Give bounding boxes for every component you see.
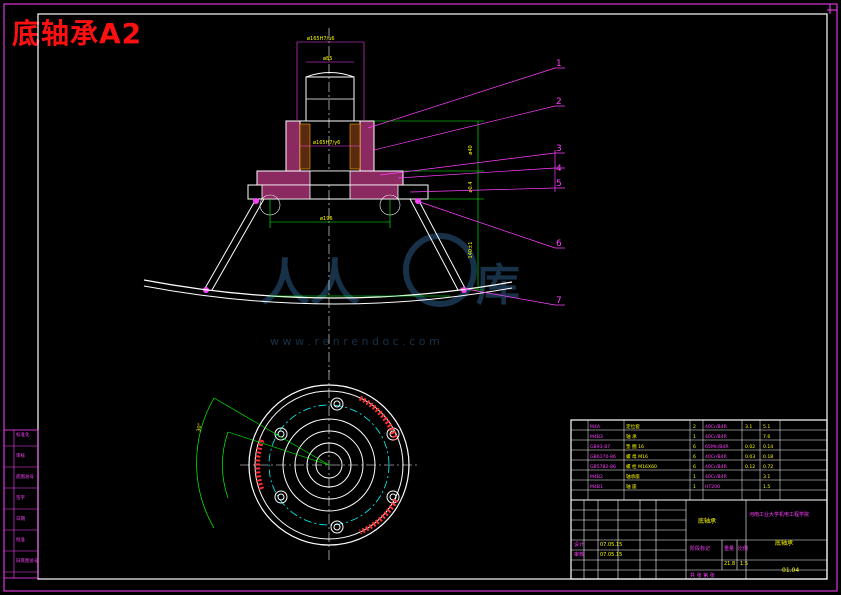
parts-row-3-tw: 0.14 [763,444,773,450]
parts-row-7-tw: 1.5 [763,484,770,490]
drawing-name: 底轴承 [698,517,716,525]
parts-row-1-code: M4A [590,424,601,430]
leader-3: 3 [556,144,562,154]
parts-row-6-code: M4B2 [590,474,603,480]
parts-row-7-mat: HT200 [705,484,720,490]
parts-row-5-name: 螺 栓 M16X60 [626,463,657,470]
dim-base: ø196 [320,216,333,222]
parts-row-6-mat: 40Cr/B4R [705,474,728,480]
parts-row-5-code: GB5782-86 [590,464,616,470]
parts-row-1-qty: 2 [693,424,696,430]
leader-5: 5 [556,179,562,189]
parts-row-1-w: 3.1 [745,424,752,430]
stage-label: 阶段标记 [690,545,710,552]
top-view: 30° [196,370,420,560]
design-date: 07.05.15 [600,542,622,548]
sheet-label: 共 张 第 张 [690,572,715,579]
parts-row-6-qty: 1 [693,474,696,480]
parts-row-4-qty: 6 [693,454,696,460]
watermark-url: w w w . r e n r e n d o c . c o m [270,335,440,348]
school-name: 河南工业大学机电工程学院 [749,511,809,518]
dim-top: ø165H7/u6 [307,36,335,42]
parts-row-5-mat: 40Cr/B4R [705,464,728,470]
check-label: 审核 [574,551,584,558]
drawing-code: 01.04 [782,567,799,574]
parts-row-1-mat: 40Cr/B4R [705,424,728,430]
parts-row-2-tw: 7.6 [763,434,770,440]
drawing-name-right: 底轴承 [775,539,793,547]
side-label-3: 底图总号 [16,473,34,480]
parts-row-3-qty: 6 [693,444,696,450]
parts-row-7-name: 轴 座 [626,483,637,490]
parts-row-2-qty: 1 [693,434,696,440]
parts-row-3-name: 垫 圈 16 [626,443,644,450]
leader-2: 2 [556,97,562,107]
dim-right-3: 140±1 [468,242,474,259]
parts-row-1-tw: 5.1 [763,424,770,430]
dim-right-1: ø40 [468,145,474,154]
dim-right-2: ø0.4 [468,181,474,192]
leader-7: 7 [556,296,562,306]
side-label-1: 标准化 [16,431,30,438]
drawing-frame [37,13,828,580]
watermark-glyph: 库 [476,260,520,311]
parts-row-2-code: M4B3 [590,434,603,440]
scale-label: 比例 [738,545,748,552]
outer-border [3,3,838,592]
side-view: ø165H7/u6 ø85 ø165H7/y6 ø196 [143,28,565,372]
parts-row-3-code: GB93-87 [590,444,610,450]
dim-inner: ø85 [323,56,332,62]
parts-row-6-tw: 3.1 [763,474,770,480]
weight-value: 21.8 [724,561,735,567]
parts-row-7-code: M4B1 [590,484,603,490]
watermark: 人人 库 w w w . r e n r e n d o c . c o m [260,233,520,348]
parts-row-1-name: 定位套 [626,423,640,430]
parts-row-4-name: 螺 母 M16 [626,453,648,460]
parts-row-4-tw: 0.18 [763,454,773,460]
parts-row-2-mat: 40Cr/B4R [705,434,728,440]
leader-6: 6 [556,239,562,249]
parts-row-4-code: GB6170-86 [590,454,616,460]
parts-row-6-name: 轴承座 [626,473,640,480]
side-label-5: 日期 [16,516,25,522]
side-label-7: 旧底图总号 [16,557,39,564]
check-date: 07.05.15 [600,552,622,558]
parts-row-3-mat: 65Mn/B4R [705,444,729,450]
dim-mid: ø165H7/y6 [313,140,340,146]
parts-row-4-w: 0.03 [745,454,755,460]
side-label-4: 签字 [16,494,25,501]
scale-value: 1:5 [740,561,748,567]
weight-label: 重量 [724,545,734,552]
dim-angle: 30° [196,422,204,432]
parts-row-5-tw: 0.72 [763,464,773,470]
side-label-2: 审核 [16,452,25,459]
leader-1: 1 [556,59,562,69]
drawing-title: 底轴承A2 [12,17,143,50]
parts-row-7-qty: 1 [693,484,696,490]
parts-row-4-mat: 40Cr/B4R [705,454,728,460]
parts-row-2-name: 轴 承 [626,433,637,440]
side-label-6: 批准 [16,536,25,543]
parts-row-5-w: 0.12 [745,464,755,470]
design-label: 设计 [574,541,584,548]
parts-row-5-qty: 6 [693,464,696,470]
parts-row-3-w: 0.02 [745,444,755,450]
leader-4: 4 [556,164,562,174]
